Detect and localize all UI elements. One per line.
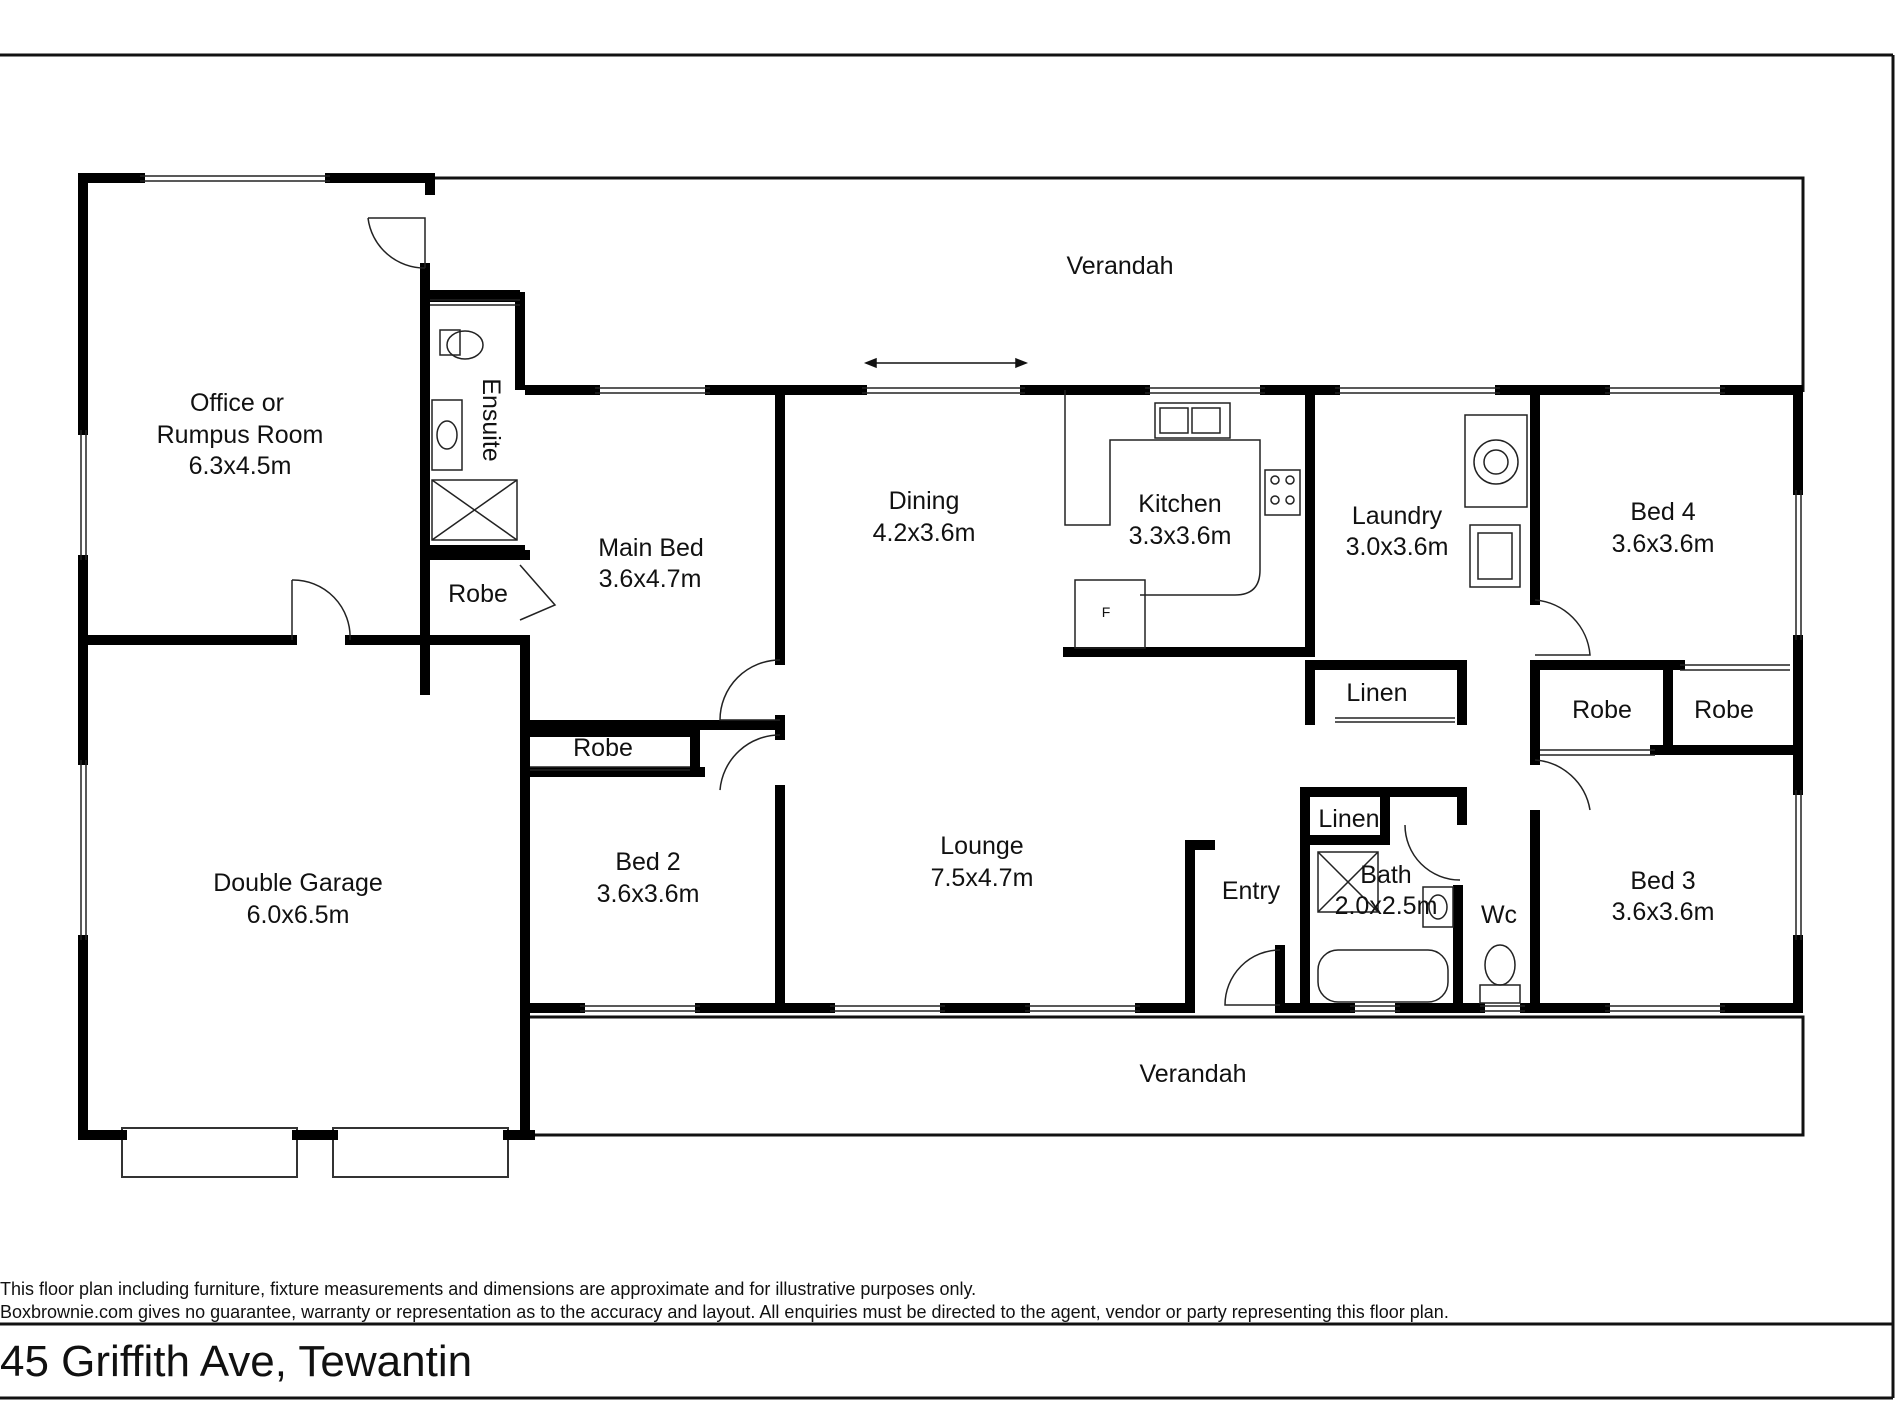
label-bed3-dim: 3.6x3.6m: [1612, 898, 1715, 926]
label-verandah-bottom: Verandah: [1139, 1060, 1246, 1088]
label-dining-dim: 4.2x3.6m: [873, 519, 976, 547]
label-office-dim: 6.3x4.5m: [189, 452, 292, 480]
label-laundry-dim: 3.0x3.6m: [1346, 533, 1449, 561]
property-address: 45 Griffith Ave, Tewantin: [0, 1337, 473, 1386]
sheet-border: [0, 53, 1895, 1400]
ensuite-walls: [425, 290, 525, 555]
walls: [78, 173, 1803, 1140]
label-bed4-dim: 3.6x3.6m: [1612, 530, 1715, 558]
label-main-bed: Main Bed: [598, 534, 704, 562]
label-wc: Wc: [1481, 901, 1517, 929]
room-labels: Verandah Office or Rumpus Room 6.3x4.5m …: [157, 252, 1754, 1088]
label-kitchen-dim: 3.3x3.6m: [1129, 522, 1232, 550]
label-lounge-dim: 7.5x4.7m: [931, 864, 1034, 892]
label-fridge: F: [1102, 604, 1111, 620]
label-dining: Dining: [889, 487, 960, 515]
label-office-line2: Rumpus Room: [157, 421, 324, 449]
label-linen2: Linen: [1318, 805, 1379, 833]
label-lounge: Lounge: [940, 832, 1023, 860]
label-main-bed-dim: 3.6x4.7m: [599, 565, 702, 593]
label-robe-main: Robe: [448, 580, 508, 608]
sliding-door-arrow: [863, 357, 1029, 369]
label-linen1: Linen: [1346, 679, 1407, 707]
label-verandah-top: Verandah: [1066, 252, 1173, 280]
label-ensuite: Ensuite: [477, 378, 505, 461]
label-robe-bed4: Robe: [1572, 696, 1632, 724]
fixtures: [431, 329, 1528, 1004]
label-bed3: Bed 3: [1630, 867, 1695, 895]
garage-doors: [121, 1127, 509, 1178]
verandah-outlines: [430, 176, 1805, 1137]
label-bed2-dim: 3.6x3.6m: [597, 880, 700, 908]
disclaimer-line-2: Boxbrownie.com gives no guarantee, warra…: [0, 1302, 1449, 1322]
label-bed4: Bed 4: [1630, 498, 1695, 526]
label-bath: Bath: [1360, 861, 1411, 889]
label-kitchen: Kitchen: [1138, 490, 1221, 518]
label-garage-dim: 6.0x6.5m: [247, 901, 350, 929]
label-robe-bed3: Robe: [1694, 696, 1754, 724]
windows: [80, 175, 1802, 1012]
label-robe-bed2: Robe: [573, 734, 633, 762]
label-office-line1: Office or: [190, 389, 284, 417]
door-swings: [291, 217, 1591, 1006]
disclaimer-line-1: This floor plan including furniture, fix…: [0, 1279, 977, 1299]
label-bath-dim: 2.0x2.5m: [1335, 892, 1438, 920]
label-garage: Double Garage: [213, 869, 383, 897]
label-entry: Entry: [1222, 877, 1281, 905]
label-bed2: Bed 2: [615, 848, 680, 876]
label-laundry: Laundry: [1352, 502, 1443, 530]
